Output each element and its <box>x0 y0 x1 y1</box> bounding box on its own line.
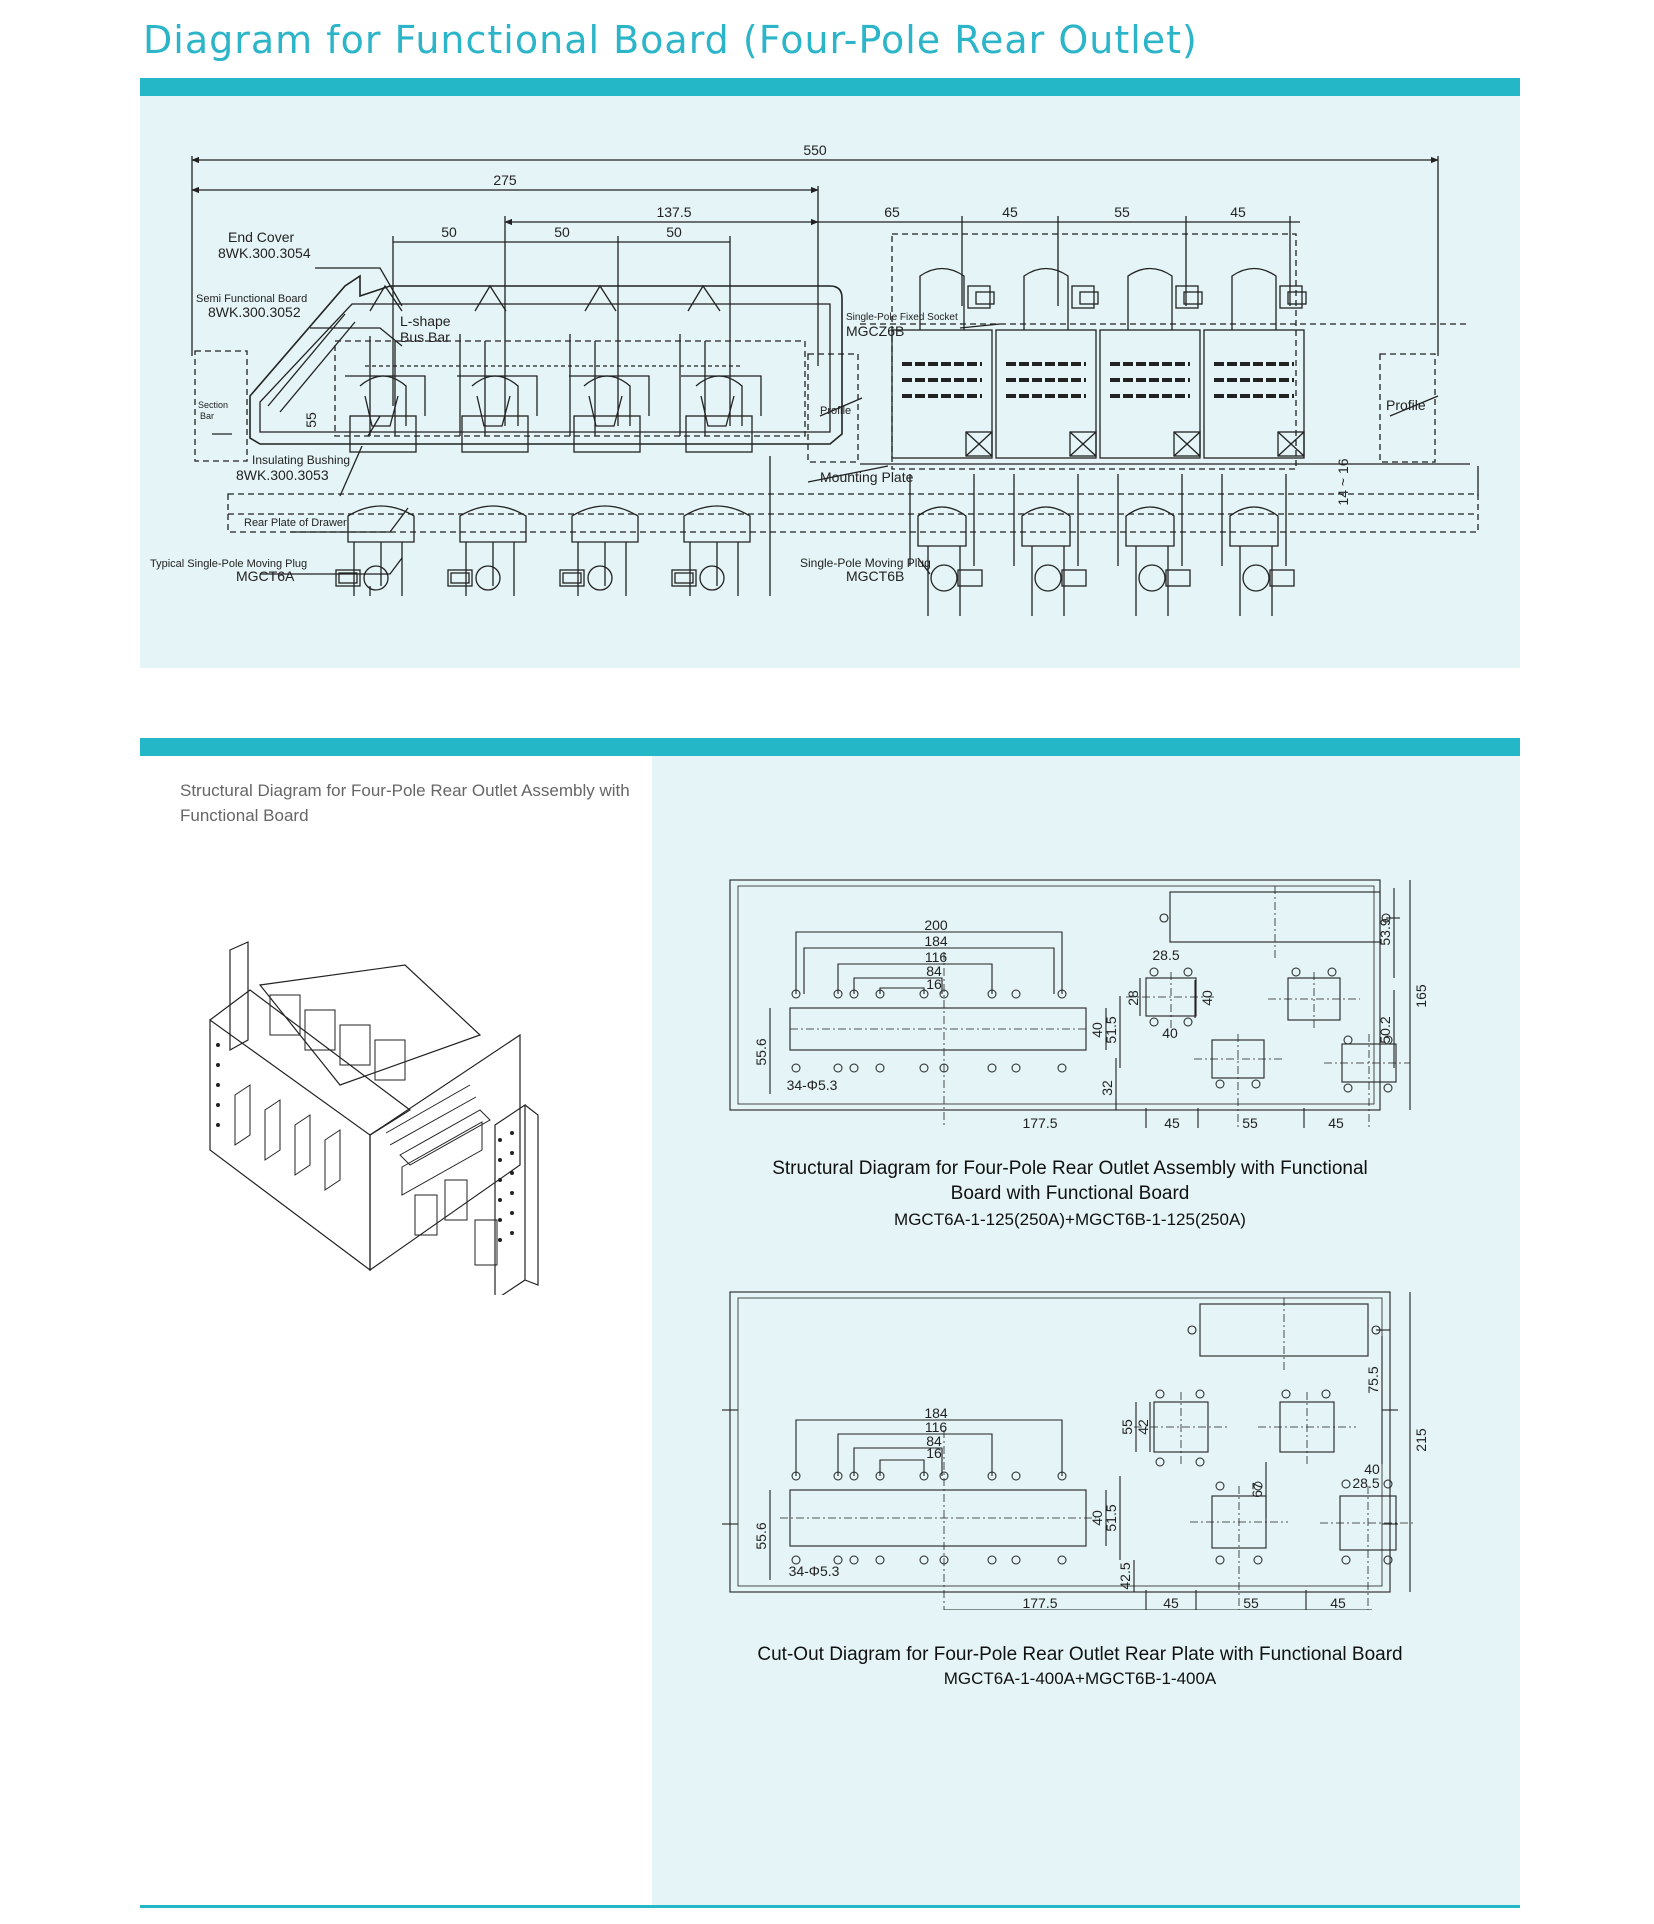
c1-dim-53-9: 53.9 <box>1377 918 1393 945</box>
c1-dim-177-5: 177.5 <box>1022 1115 1057 1128</box>
cutout-2-model: MGCT6A-1-400A+MGCT6B-1-400A <box>943 1669 1217 1688</box>
c2-dim-16: 16 <box>926 1445 942 1461</box>
c1-dim-200: 200 <box>924 917 948 933</box>
c1-hole-callout: 34-Φ5.3 <box>787 1077 838 1093</box>
dim-overall: 550 <box>803 142 827 158</box>
c1-dim-50-2: 50.2 <box>1377 1016 1393 1043</box>
label-section-1: Section <box>198 400 228 410</box>
label-semi-board-code: 8WK.300.3052 <box>208 304 301 320</box>
c2-dim-116: 116 <box>925 1419 948 1435</box>
label-section-2: Bar <box>200 411 214 421</box>
label-profile-small: Profile <box>820 405 851 417</box>
cutout-1-caption: Structural Diagram for Four-Pole Rear Ou… <box>700 1156 1440 1234</box>
c1-dim-40b: 40 <box>1162 1025 1178 1041</box>
assembly-isometric-drawing <box>209 941 539 1295</box>
page-title: Diagram for Functional Board (Four-Pole … <box>143 18 1198 62</box>
cutout-diagram-2: 184 116 84 16 55 42 40 51.5 55.6 34-Φ5.3… <box>722 1291 1429 1610</box>
dim-centre: 137.5 <box>656 204 691 220</box>
dim-right-d: 45 <box>1230 204 1246 220</box>
c1-dim-116: 116 <box>925 949 948 965</box>
c2-dim-42: 42 <box>1135 1419 1151 1435</box>
label-insulating: Insulating Bushing <box>252 453 350 467</box>
c1-dim-55-6: 55.6 <box>753 1038 769 1065</box>
c1-dim-165: 165 <box>1413 984 1429 1008</box>
label-mounting-plate: Mounting Plate <box>820 469 914 485</box>
c1-dim-28: 28 <box>1125 990 1141 1006</box>
label-semi-board: Semi Functional Board <box>196 293 307 305</box>
c2-dim-55: 55 <box>1119 1419 1135 1435</box>
c2-dim-55-6: 55.6 <box>753 1522 769 1549</box>
cutout-2-caption: Cut-Out Diagram for Four-Pole Rear Outle… <box>700 1642 1460 1690</box>
cutout-1-caption-line1: Structural Diagram for Four-Pole Rear Ou… <box>772 1158 1368 1179</box>
cutout-1-model: MGCT6A-1-125(250A)+MGCT6B-1-125(250A) <box>894 1210 1246 1229</box>
dim-pitch-c: 50 <box>666 224 682 240</box>
label-fixed-socket: Single-Pole Fixed Socket <box>846 312 958 323</box>
c1-dim-184: 184 <box>924 933 948 949</box>
c1-dim-51-5: 51.5 <box>1103 1016 1119 1043</box>
cutout-diagram-1: 200 184 116 84 16 28.5 28 40 40 40 51.5 … <box>729 879 1429 1128</box>
functional-board-diagram: 550 275 137.5 50 50 50 65 45 55 45 55 14… <box>150 142 1479 616</box>
c2-dim-42-5: 42.5 <box>1117 1562 1133 1589</box>
top-header-band <box>140 78 1520 96</box>
c2-dim-67: 67 <box>1249 1482 1265 1498</box>
c2-dim-45b: 45 <box>1330 1595 1346 1610</box>
bottom-header-band <box>140 738 1520 756</box>
label-profile-right: Profile <box>1386 397 1426 413</box>
label-moving-plug-a-code: MGCT6A <box>236 568 295 584</box>
c1-dim-84: 84 <box>926 963 942 979</box>
c2-dim-184: 184 <box>924 1405 948 1421</box>
c2-dim-28-5: 28.5 <box>1352 1475 1379 1491</box>
label-rear-plate: Rear Plate of Drawer <box>244 517 347 529</box>
dim-pitch-b: 50 <box>554 224 570 240</box>
c1-dim-40a: 40 <box>1199 990 1215 1006</box>
c2-dim-55: 55 <box>1243 1595 1259 1610</box>
top-diagram-panel: 550 275 137.5 50 50 50 65 45 55 45 55 14… <box>140 96 1520 668</box>
c2-dim-177-5: 177.5 <box>1022 1595 1057 1610</box>
c1-dim-32: 32 <box>1099 1080 1115 1096</box>
label-moving-plug-b: Single-Pole Moving Plug <box>800 556 931 570</box>
bottom-diagram-panel <box>652 756 1520 1906</box>
label-end-cover-code: 8WK.300.3054 <box>218 245 311 261</box>
label-moving-plug-b-code: MGCT6B <box>846 568 904 584</box>
c1-dim-16: 16 <box>926 976 942 992</box>
dim-pitch-a: 50 <box>441 224 457 240</box>
dim-right-b: 45 <box>1002 204 1018 220</box>
c2-dim-84: 84 <box>926 1433 942 1449</box>
label-insulating-code: 8WK.300.3053 <box>236 467 329 483</box>
c2-dim-51-5: 51.5 <box>1103 1504 1119 1531</box>
dim-height-55: 55 <box>303 412 319 428</box>
c2-dim-40b: 40 <box>1364 1461 1380 1477</box>
label-lshape-1: L-shape <box>400 313 451 329</box>
c2-dim-45a: 45 <box>1163 1595 1179 1610</box>
label-moving-plug-a: Typical Single-Pole Moving Plug <box>150 558 307 570</box>
dim-gap: 14 ~ 16 <box>1335 458 1351 505</box>
cutout-2-caption-line1: Cut-Out Diagram for Four-Pole Rear Outle… <box>757 1644 1403 1665</box>
c1-dim-45a: 45 <box>1164 1115 1180 1128</box>
bottom-rule <box>140 1905 1520 1908</box>
c1-dim-28-5: 28.5 <box>1152 947 1179 963</box>
c2-dim-215: 215 <box>1413 1428 1429 1452</box>
c2-hole-callout: 34-Φ5.3 <box>789 1563 840 1579</box>
dim-right-a: 65 <box>884 204 900 220</box>
c2-dim-40a: 40 <box>1089 1510 1105 1526</box>
dim-left-half: 275 <box>493 172 517 188</box>
cutout-1-caption-line2: Board with Functional Board <box>950 1183 1190 1204</box>
c1-dim-55: 55 <box>1242 1115 1258 1128</box>
label-fixed-socket-code: MGCZ6B <box>846 323 904 339</box>
c1-dim-40c: 40 <box>1089 1022 1105 1038</box>
label-end-cover: End Cover <box>228 229 294 245</box>
structural-section-title: Structural Diagram for Four-Pole Rear Ou… <box>180 781 630 825</box>
c1-dim-45b: 45 <box>1328 1115 1344 1128</box>
dim-right-c: 55 <box>1114 204 1130 220</box>
c2-dim-75-5: 75.5 <box>1365 1366 1381 1393</box>
label-lshape-2: Bus Bar <box>400 329 450 345</box>
